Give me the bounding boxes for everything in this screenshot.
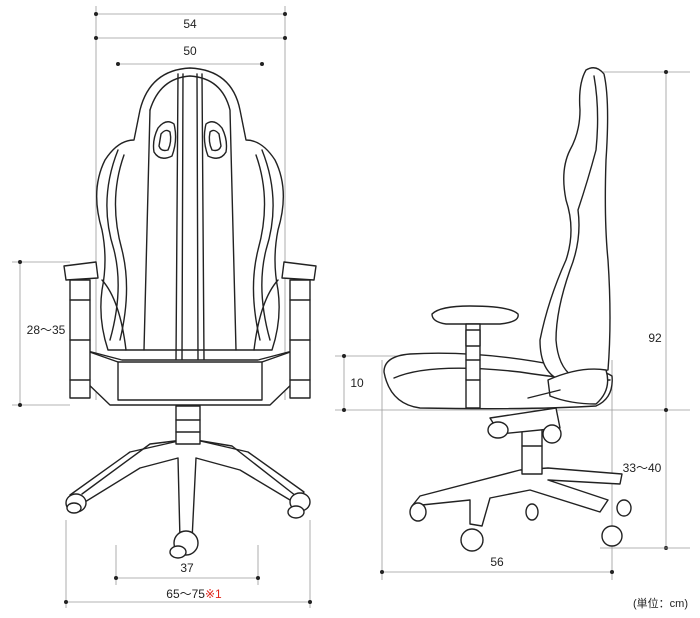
front-base-star bbox=[69, 439, 305, 541]
side-caster bbox=[525, 503, 539, 521]
front-harness-slot-right bbox=[203, 121, 228, 159]
side-backrest bbox=[539, 67, 611, 381]
front-gas-lift bbox=[175, 405, 201, 445]
label-front-base-width-value: 65～75 bbox=[166, 587, 205, 601]
label-front-base-note-mark: ※1 bbox=[205, 587, 222, 601]
front-harness-slot-left bbox=[152, 121, 177, 159]
side-gas-lift bbox=[521, 427, 543, 475]
label-front-base-width: 65～75※1 bbox=[166, 587, 222, 601]
side-dimension-lines bbox=[335, 70, 690, 580]
side-caster bbox=[601, 525, 623, 547]
side-caster bbox=[616, 499, 632, 517]
label-side-total-height: 92 bbox=[648, 331, 662, 345]
front-armrest-right bbox=[281, 261, 317, 281]
label-front-armrest-range: 28～35 bbox=[27, 323, 66, 337]
side-armrest bbox=[431, 305, 519, 325]
side-caster bbox=[460, 528, 484, 552]
label-side-seat-height: 33～40 bbox=[623, 461, 662, 475]
label-front-seat-width: 37 bbox=[180, 561, 194, 575]
unit-label: (単位：cm) bbox=[633, 596, 688, 610]
side-base-star bbox=[411, 467, 623, 527]
label-side-seat-height-adjust: 10 bbox=[350, 376, 364, 390]
front-view-chair bbox=[63, 67, 317, 559]
side-view-chair bbox=[383, 67, 632, 552]
side-caster bbox=[409, 502, 427, 522]
label-front-back-width: 50 bbox=[183, 44, 197, 58]
label-front-overall-width: 54 bbox=[183, 17, 197, 31]
front-backrest bbox=[95, 67, 285, 351]
front-dimension-lines bbox=[12, 6, 312, 608]
front-armrest-left bbox=[63, 261, 99, 281]
dimension-labels: 54 50 28～35 37 65～75※1 10 92 33～40 56 (単… bbox=[27, 17, 688, 610]
label-side-depth: 56 bbox=[490, 555, 504, 569]
